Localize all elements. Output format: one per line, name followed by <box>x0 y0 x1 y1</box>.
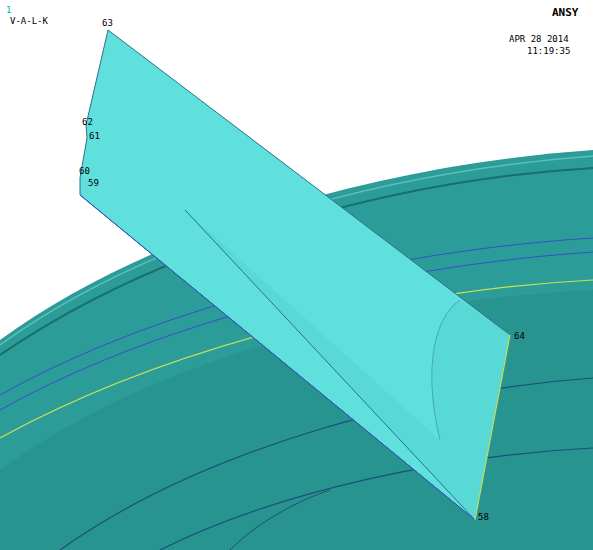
arc-line <box>230 490 330 550</box>
keypoint-number: 64 <box>514 331 525 341</box>
view-label: V-A-L-K <box>10 16 48 26</box>
keypoint-number: 63 <box>102 18 113 28</box>
window-number: 1 <box>6 5 11 15</box>
keypoint-number: 58 <box>478 512 489 522</box>
date-label: APR 28 2014 <box>509 34 569 44</box>
keypoint-number: 60 <box>79 166 90 176</box>
fillet-line <box>432 300 460 440</box>
arc-line <box>60 378 593 550</box>
keypoint-number: 59 <box>88 178 99 188</box>
keypoint-number: 61 <box>89 131 100 141</box>
plane-lower <box>185 210 510 520</box>
plane-edge <box>80 195 475 520</box>
plane-edge <box>185 210 475 520</box>
time-label: 11:19:35 <box>527 46 570 56</box>
arc-line <box>160 448 593 550</box>
keypoint-number: 62 <box>82 117 93 127</box>
software-name: ANSY <box>552 6 579 19</box>
plane-edge <box>475 335 510 520</box>
cut-plane <box>80 30 510 520</box>
